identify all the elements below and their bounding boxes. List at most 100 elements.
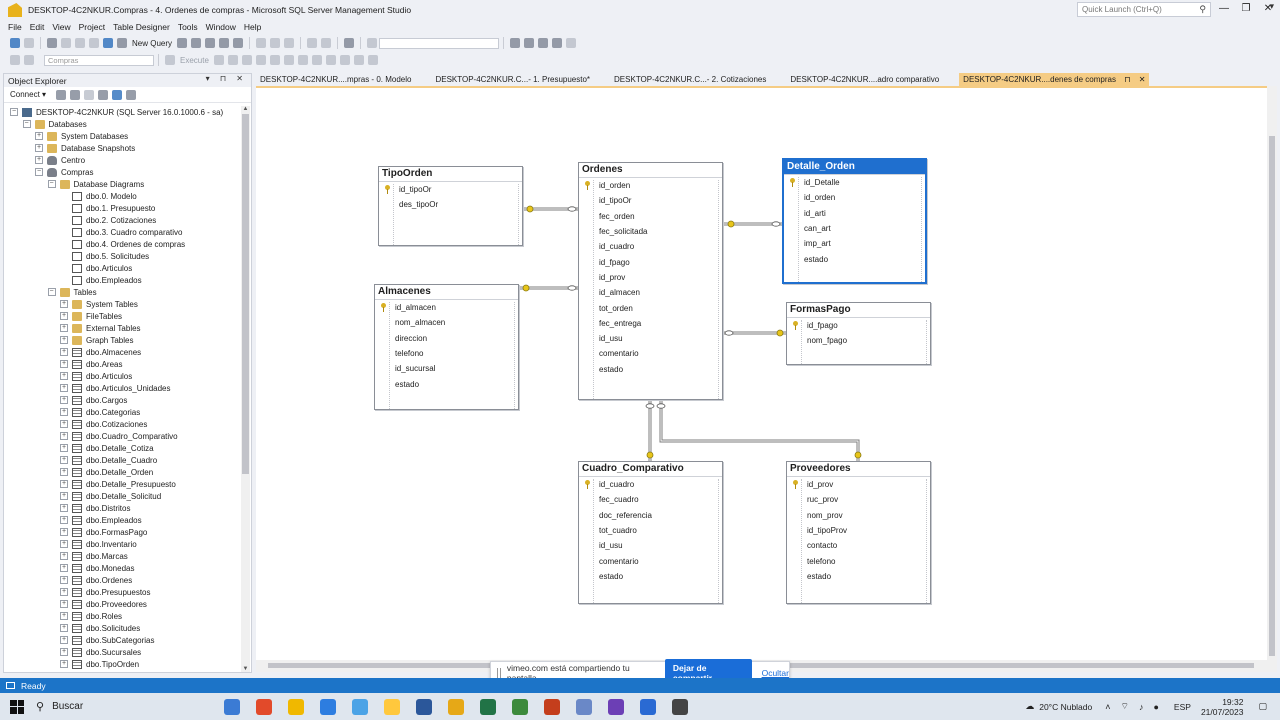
- diagram-column[interactable]: tot_orden: [579, 300, 722, 315]
- tree-item[interactable]: dbo.Empleados: [60, 274, 142, 286]
- taskbar-app-icon[interactable]: [384, 698, 400, 715]
- expand-icon[interactable]: +: [60, 564, 68, 572]
- tree-item[interactable]: dbo.Articulos: [60, 262, 132, 274]
- scroll-thumb[interactable]: [242, 114, 249, 474]
- query-icon-1[interactable]: [177, 38, 188, 48]
- copy-icon[interactable]: [270, 38, 281, 48]
- close-button[interactable]: ✕: [1263, 3, 1273, 14]
- tree-item[interactable]: +dbo.Detalle_Presupuesto: [60, 478, 176, 490]
- windows-start-icon[interactable]: [10, 699, 24, 714]
- menu-edit[interactable]: Edit: [29, 22, 45, 32]
- activity-monitor-icon[interactable]: [126, 89, 137, 100]
- tree-item[interactable]: +FileTables: [60, 310, 122, 322]
- taskbar-app-icon[interactable]: [608, 698, 624, 715]
- diagram-column[interactable]: nom_prov: [787, 508, 930, 523]
- maximize-button[interactable]: ❐: [1241, 3, 1251, 14]
- tree-item[interactable]: +dbo.FormasPago: [60, 526, 147, 538]
- expand-icon[interactable]: +: [35, 156, 43, 164]
- diagram-table-title[interactable]: Ordenes: [579, 163, 722, 178]
- tree-item[interactable]: dbo.2. Cotizaciones: [60, 214, 156, 226]
- stop-icon[interactable]: [84, 89, 95, 100]
- expand-icon[interactable]: +: [60, 300, 68, 308]
- tree-item[interactable]: +System Tables: [60, 298, 138, 310]
- tree-item[interactable]: +dbo.TipoOrden: [60, 658, 139, 670]
- scroll-thumb[interactable]: [1269, 136, 1275, 656]
- grid-icon[interactable]: [269, 55, 280, 65]
- tree-item[interactable]: −Databases: [22, 118, 87, 130]
- cut-icon[interactable]: [256, 38, 267, 48]
- execute-icon[interactable]: [165, 55, 175, 65]
- diagram-column[interactable]: imp_art: [784, 236, 925, 251]
- minimize-button[interactable]: —: [1219, 3, 1229, 14]
- drag-handle-icon[interactable]: [497, 668, 501, 678]
- tree-item[interactable]: +dbo.SubCategorias: [60, 634, 155, 646]
- outdent-icon[interactable]: [353, 55, 364, 65]
- expand-icon[interactable]: +: [60, 384, 68, 392]
- expand-icon[interactable]: +: [60, 588, 68, 596]
- diagram-table-title[interactable]: FormasPago: [787, 303, 930, 318]
- menu-file[interactable]: File: [8, 22, 22, 32]
- comment-icon[interactable]: [311, 55, 322, 65]
- quick-launch-input[interactable]: Quick Launch (Ctrl+Q) ⚲: [1077, 2, 1211, 17]
- taskbar-app-icon[interactable]: [576, 698, 592, 715]
- new-project-icon[interactable]: [47, 38, 57, 48]
- expand-icon[interactable]: +: [60, 312, 68, 320]
- tree-item[interactable]: +dbo.Categorias: [60, 406, 140, 418]
- scroll-up-icon[interactable]: ▲: [242, 106, 249, 112]
- tree-item[interactable]: +dbo.Empleados: [60, 514, 142, 526]
- diagram-column[interactable]: nom_almacen: [375, 315, 518, 330]
- speaker-icon[interactable]: ♪: [1138, 701, 1144, 712]
- expand-icon[interactable]: +: [60, 456, 68, 464]
- tree-item[interactable]: +dbo.Detalle_Cuadro: [60, 454, 157, 466]
- connect-icon[interactable]: [10, 55, 20, 65]
- file-icon[interactable]: [297, 55, 308, 65]
- diagram-column[interactable]: fec_cuadro: [579, 492, 722, 507]
- expand-icon[interactable]: +: [60, 528, 68, 536]
- uncomment-icon[interactable]: [325, 55, 336, 65]
- diagram-vertical-scrollbar[interactable]: [1267, 86, 1277, 672]
- tree-item[interactable]: +dbo.Articulos: [60, 370, 132, 382]
- toolbox-icon[interactable]: [538, 38, 549, 48]
- expand-icon[interactable]: +: [60, 348, 68, 356]
- tree-item[interactable]: −Compras: [35, 166, 93, 178]
- tree-item[interactable]: +dbo.Distritos: [60, 502, 130, 514]
- diagram-column[interactable]: id_prov: [579, 270, 722, 285]
- diagram-column[interactable]: estado: [579, 569, 722, 584]
- debug-icon[interactable]: [344, 38, 355, 48]
- diagram-table-title[interactable]: TipoOrden: [379, 167, 522, 182]
- tree-item[interactable]: +dbo.Proveedores: [60, 598, 147, 610]
- diagram-column[interactable]: id_fpago: [787, 318, 930, 333]
- expand-icon[interactable]: +: [60, 396, 68, 404]
- diagram-column[interactable]: des_tipoOr: [379, 197, 522, 212]
- tree-item[interactable]: +dbo.Detalle_Solicitud: [60, 490, 161, 502]
- tab-presupuesto[interactable]: DESKTOP-4C2NKUR.C...- 1. Presupuesto*: [435, 75, 591, 84]
- expand-icon[interactable]: +: [35, 144, 43, 152]
- tree-item[interactable]: +dbo.Cargos: [60, 394, 127, 406]
- diagram-column[interactable]: doc_referencia: [579, 508, 722, 523]
- tree-item[interactable]: +dbo.Almacenes: [60, 346, 141, 358]
- hide-link[interactable]: Ocultar: [761, 668, 789, 678]
- diagram-column[interactable]: id_cuadro: [579, 477, 722, 492]
- tab-modelo[interactable]: DESKTOP-4C2NKUR....mpras - 0. Modelo: [260, 75, 412, 84]
- diagram-column[interactable]: estado: [787, 569, 930, 584]
- query-icon-4[interactable]: [219, 38, 230, 48]
- toolbar-overflow-icon[interactable]: [566, 38, 577, 48]
- taskbar-app-icon[interactable]: [512, 698, 528, 715]
- tree-item[interactable]: +dbo.Ordenes: [60, 574, 132, 586]
- expand-icon[interactable]: +: [60, 624, 68, 632]
- expand-icon[interactable]: +: [60, 636, 68, 644]
- execute-button[interactable]: Execute: [180, 55, 209, 65]
- tree-item[interactable]: +dbo.Cotizaciones: [60, 418, 147, 430]
- expand-icon[interactable]: +: [60, 480, 68, 488]
- target-icon[interactable]: [367, 38, 378, 48]
- diagram-column[interactable]: id_almacen: [375, 300, 518, 315]
- tree-item[interactable]: +Graph Tables: [60, 334, 133, 346]
- text-icon[interactable]: [283, 55, 294, 65]
- connect-dropdown[interactable]: Connect ▾: [10, 90, 47, 99]
- diagram-column[interactable]: estado: [375, 376, 518, 391]
- diagram-column[interactable]: comentario: [579, 553, 722, 568]
